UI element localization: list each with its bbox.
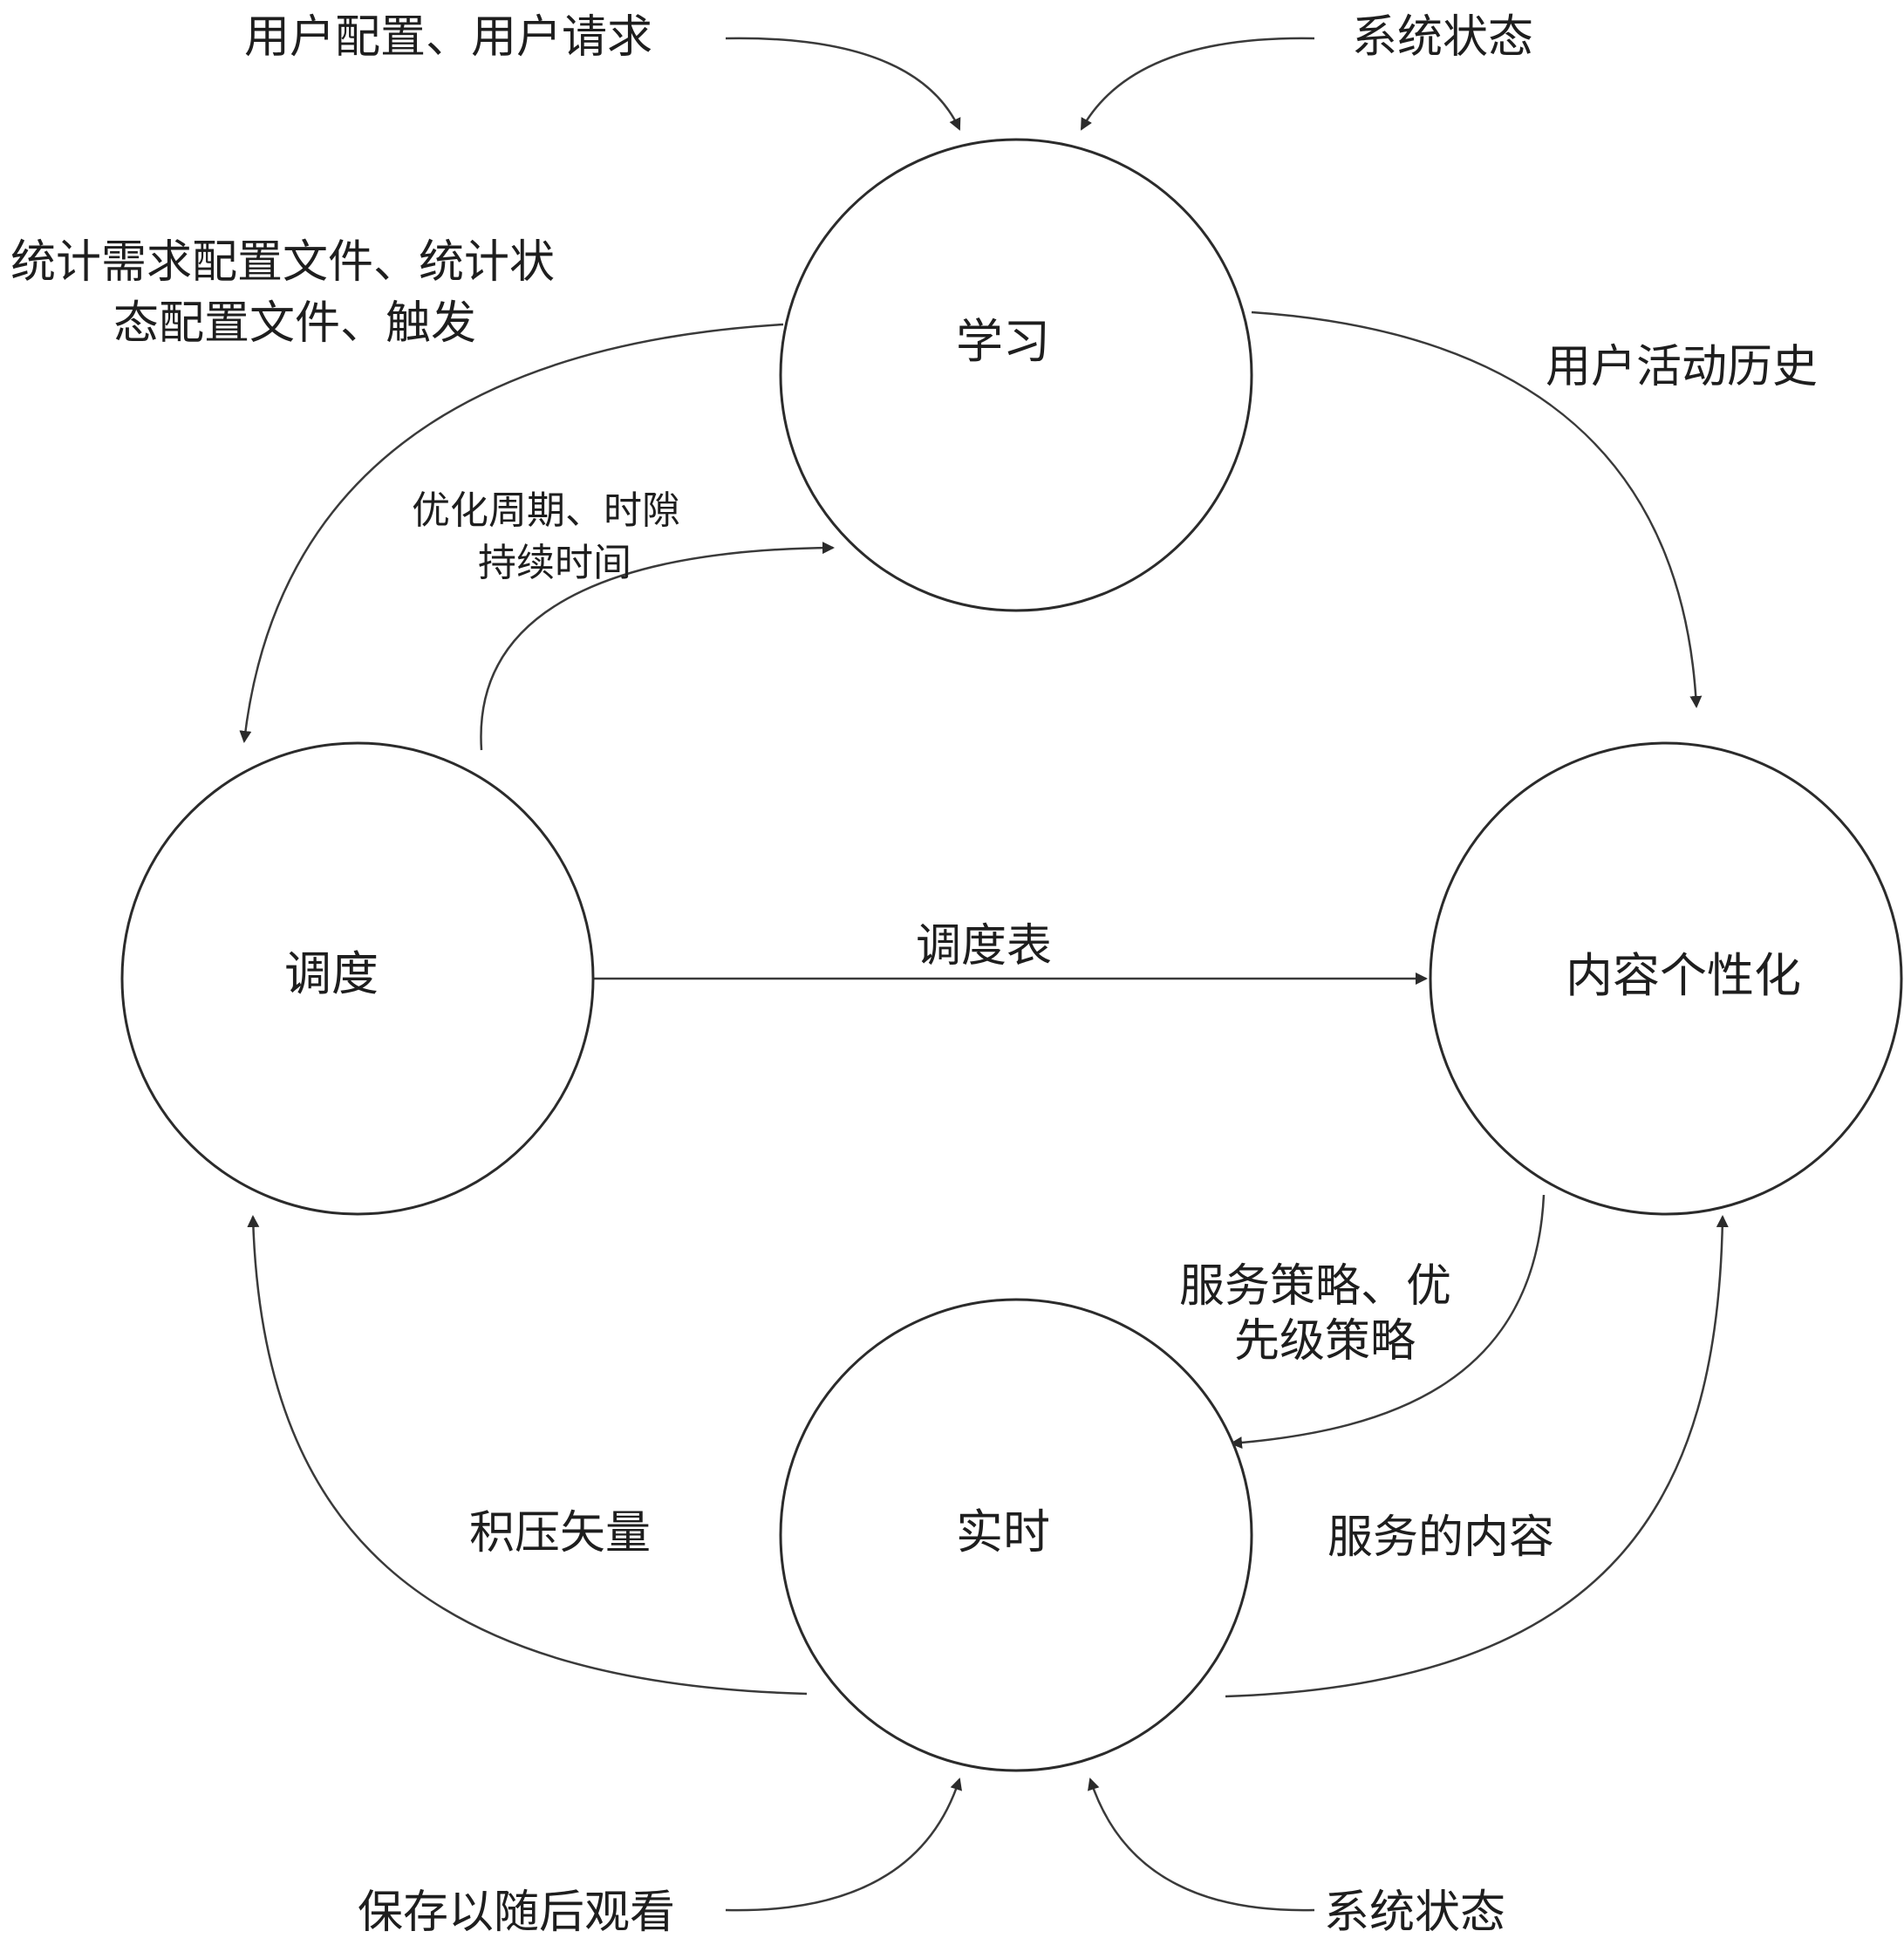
stat-profiles-label-line2: 态配置文件、触发 (113, 297, 476, 350)
system-state-top-label: 系统状态 (1352, 11, 1533, 64)
user-config-request-label: 用户配置、用户请求 (244, 11, 652, 64)
stat-profiles-label-line1: 统计需求配置文件、统计状 (10, 236, 555, 289)
scheduling-label: 调度 (284, 946, 379, 1001)
edge-learning-to-scheduling (239, 323, 784, 743)
edge-save-later-to-realtime (725, 1778, 962, 1912)
save-for-later-label: 保存以随后观看 (358, 1887, 675, 1938)
realtime-label: 实时 (956, 1505, 1050, 1559)
served-content-label: 服务的内容 (1327, 1512, 1554, 1564)
edge-personalization-to-realtime (1230, 1194, 1546, 1450)
edge-user-config-to-learning (725, 37, 961, 131)
personalization-node (1429, 741, 1903, 1216)
edge-system-state-to-realtime (1088, 1778, 1315, 1912)
edge-system-state-to-learning (1080, 37, 1315, 131)
learning-label: 学习 (956, 314, 1050, 369)
edge-learning-to-personalization (1251, 310, 1703, 708)
schedule-table-label: 调度表 (916, 920, 1052, 972)
user-activity-history-label: 用户活动历史 (1546, 341, 1818, 393)
edge-realtime-to-personalization (1225, 1215, 1729, 1698)
edge-realtime-to-scheduling (247, 1215, 808, 1696)
learning-node (779, 138, 1253, 612)
backlog-vector-label: 积压矢量 (469, 1507, 651, 1559)
system-state-bottom-label: 系统状态 (1324, 1887, 1505, 1938)
opt-period-label-line2: 持续时间 (478, 541, 631, 585)
service-policy-label-line2: 先级策略 (1234, 1315, 1416, 1368)
edge-scheduling-to-learning (480, 542, 835, 751)
opt-period-label-line1: 优化周期、时隙 (412, 488, 680, 533)
scheduling-node (120, 741, 595, 1216)
realtime-node (779, 1298, 1253, 1772)
personalization-label: 内容个性化 (1566, 948, 1801, 1003)
service-policy-label-line1: 服务策略、优 (1179, 1260, 1451, 1313)
